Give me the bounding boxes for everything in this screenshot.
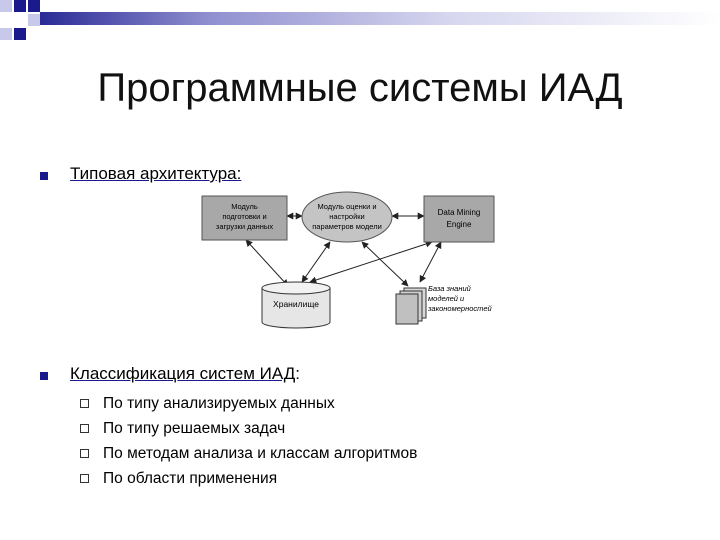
bullet-classification: Классификация систем ИАД: [70,364,300,384]
checkbox-bullet-icon [80,449,89,458]
arrow-eval-storage [301,241,331,283]
storage-label: Хранилище [273,299,319,309]
arrow-engine-knowledge [419,241,442,283]
list-item: По методам анализа и классам алгоритмов [80,441,417,466]
list-item: По типу анализируемых данных [80,391,417,416]
arrow-prep-storage [245,239,289,287]
list-item-label: По области применения [103,469,278,487]
list-item-label: По типу решаемых задач [103,419,286,437]
bullet-classification-label: Классификация систем ИАД [70,364,296,383]
architecture-diagram: Модуль подготовки и загрузки данных Моду… [201,191,495,329]
module-prep-line-1: Модуль [231,202,258,211]
engine-line-1: Data Mining [438,208,481,217]
header-gradient-strip [40,12,720,25]
engine-line-2: Engine [447,220,472,229]
checkbox-bullet-icon [80,474,89,483]
arrow-engine-storage [309,240,433,284]
arrow-eval-knowledge [361,241,409,287]
list-item-label: По методам анализа и классам алгоритмов [103,444,418,462]
module-eval-ellipse: Модуль оценки и настройки параметров мод… [301,191,393,243]
bullet-classification-colon: : [295,364,301,383]
list-item: По области применения [80,466,417,491]
knowledge-line-2: моделей и [428,294,465,303]
bullet-square-icon [40,172,48,180]
module-prep-box: Модуль подготовки и загрузки данных [201,195,288,241]
corner-square-light-2 [28,14,40,26]
corner-square-light-3 [0,28,12,40]
bullet-square-icon [40,372,48,380]
bullet-architecture: Типовая архитектура: [70,164,242,183]
corner-square-dark-2 [28,0,40,12]
slide-title: Программные системы ИАД [97,66,623,110]
list-item: По типу решаемых задач [80,416,417,441]
list-item-label: По типу анализируемых данных [103,394,335,412]
knowledge-line-3: закономерностей [427,304,493,313]
corner-square-dark-3 [14,28,26,40]
checkbox-bullet-icon [80,399,89,408]
checkbox-bullet-icon [80,424,89,433]
corner-square-dark-1 [14,0,26,12]
engine-box: Data Mining Engine [423,195,495,243]
module-prep-line-2: подготовки и [222,212,266,221]
module-eval-line-3: параметров модели [312,222,382,231]
knowledge-line-1: База знаний [428,284,472,293]
classification-sub-list: По типу анализируемых данных По типу реш… [80,391,417,491]
storage-cylinder: Хранилище [261,281,331,329]
module-eval-line-2: настройки [329,212,365,221]
corner-square-light-1 [0,0,12,12]
module-eval-line-1: Модуль оценки и [317,202,376,211]
module-prep-line-3: загрузки данных [216,222,273,231]
knowledge-base-icon: База знаний моделей и закономерностей [395,284,493,325]
